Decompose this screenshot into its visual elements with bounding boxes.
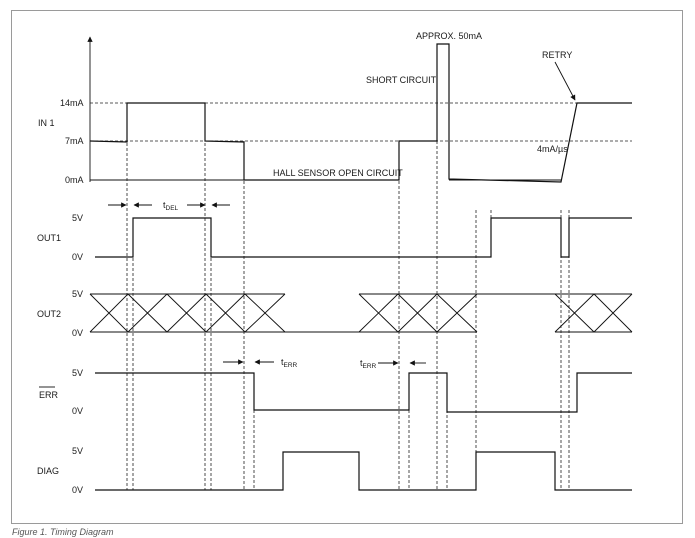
figure-caption: Figure 1. Timing Diagram: [12, 527, 114, 537]
label-out1: OUT1: [37, 233, 61, 243]
label-in1: IN 1: [38, 118, 55, 128]
level-out2-5v: 5V: [72, 289, 83, 299]
retry-pointer: [554, 61, 576, 101]
label-err: ERR: [39, 390, 59, 400]
annotation-short-circuit: SHORT CIRCUIT: [366, 75, 437, 85]
annotation-approx-50ma: APPROX. 50mA: [416, 31, 482, 41]
annotation-retry: RETRY: [542, 50, 572, 60]
level-out1-0v: 0V: [72, 252, 83, 262]
level-out1-5v: 5V: [72, 213, 83, 223]
level-diag-5v: 5V: [72, 446, 83, 456]
annotation-t-del: tDEL: [163, 200, 179, 212]
label-diag: DIAG: [37, 466, 59, 476]
annotation-t-err-2: tERR: [360, 358, 377, 370]
out2-undefined-regions: [89, 293, 633, 333]
annotation-t-err: tERR: [281, 357, 298, 369]
level-7ma: 7mA: [65, 136, 84, 146]
timing-dash-lines: [126, 103, 570, 490]
in1-waveform: [89, 43, 632, 183]
out1-waveform: [95, 217, 632, 258]
level-diag-0v: 0V: [72, 485, 83, 495]
t-err-markers: [223, 359, 426, 366]
figure-frame: [11, 10, 683, 524]
level-14ma: 14mA: [60, 98, 84, 108]
level-0ma: 0mA: [65, 175, 84, 185]
level-err-5v: 5V: [72, 368, 83, 378]
diag-waveform: [95, 451, 632, 491]
err-waveform: [95, 372, 632, 413]
label-out2: OUT2: [37, 309, 61, 319]
annotation-hall-open: HALL SENSOR OPEN CIRCUIT: [273, 168, 403, 178]
annotation-slew-rate: 4mA/µs: [537, 144, 568, 154]
level-out2-0v: 0V: [72, 328, 83, 338]
level-err-0v: 0V: [72, 406, 83, 416]
